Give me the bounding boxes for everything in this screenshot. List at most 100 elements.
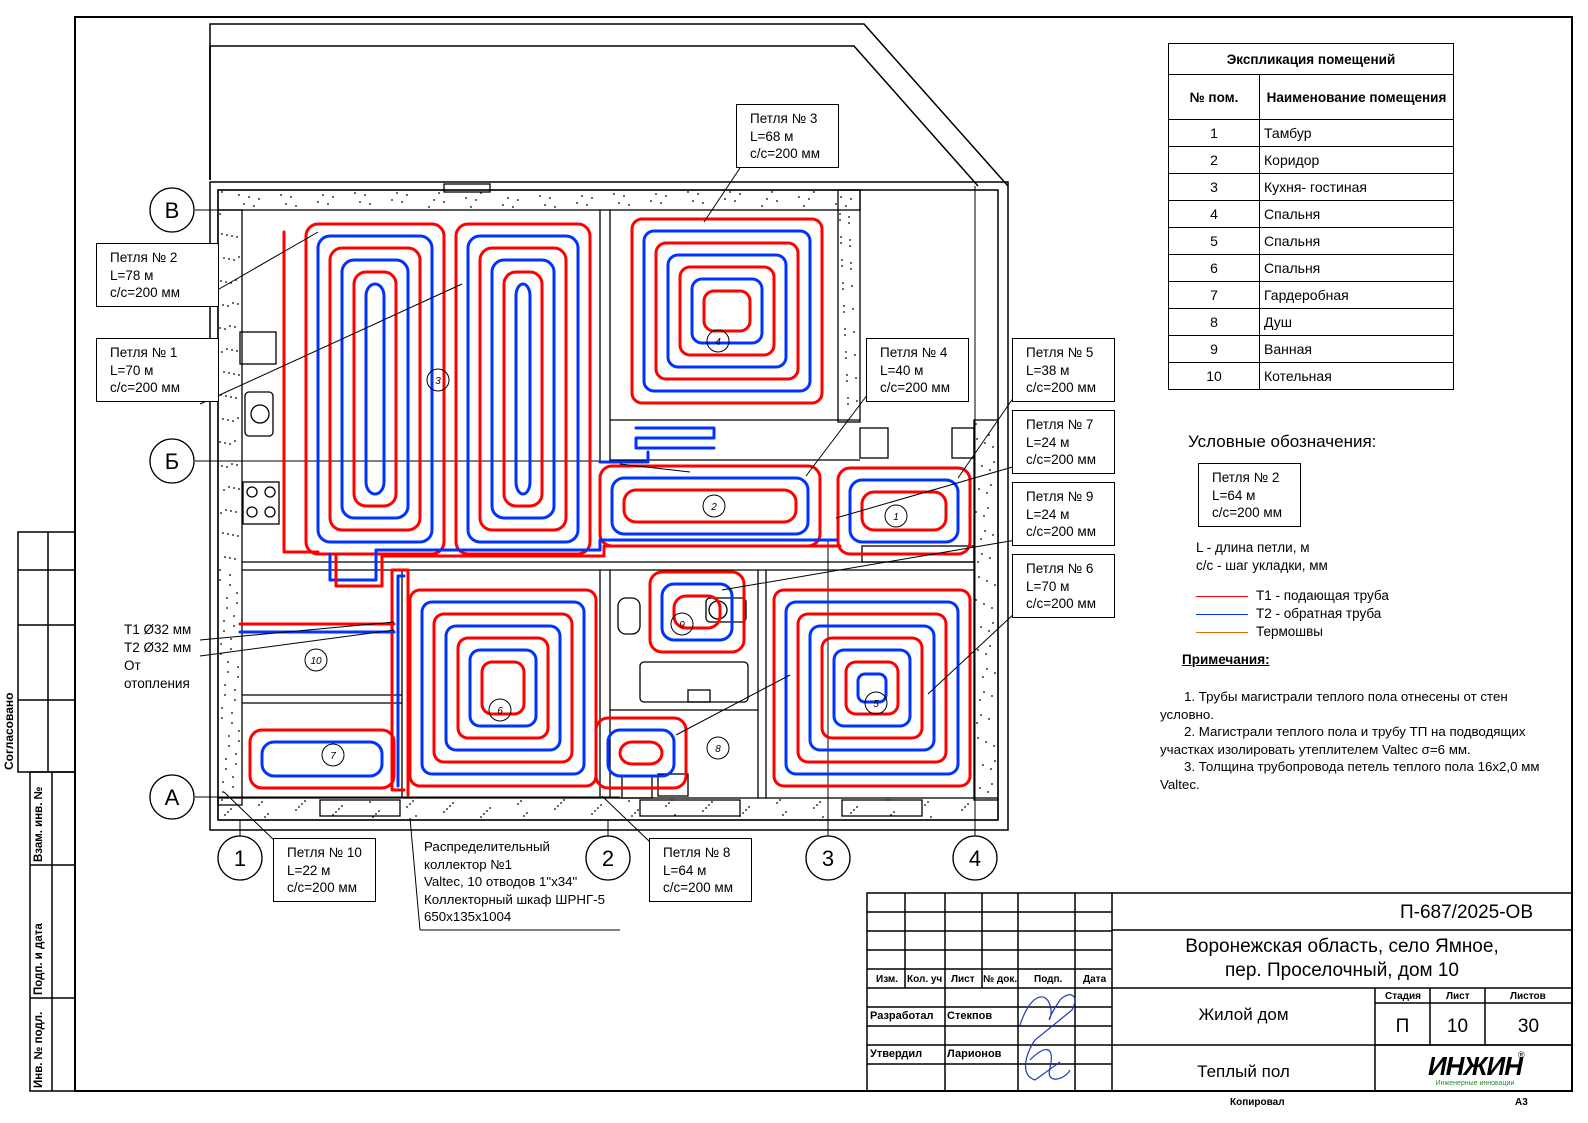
- wall-hatch-dot: [850, 198, 852, 200]
- explication-name: Спальня: [1259, 200, 1454, 228]
- sheet-name: Теплый пол: [1197, 1062, 1290, 1081]
- wall-hatch-dot: [322, 194, 324, 196]
- legend-explain-s: с/с - шаг укладки, мм: [1196, 558, 1328, 573]
- wall-hatch-dot: [219, 579, 221, 581]
- wall-hatch-dot: [298, 806, 300, 808]
- wall-hatch-dot: [295, 205, 297, 207]
- wall-hatch-dot: [221, 707, 223, 709]
- loop-callout-10: Петля № 10 L=22 м с/с=200 мм: [273, 838, 376, 902]
- loop-step: с/с=200 мм: [1026, 380, 1096, 395]
- wall-hatch-dot: [335, 811, 337, 813]
- wall-hatch-dot: [613, 193, 615, 195]
- wall-hatch-dot: [989, 469, 991, 471]
- pipe-turn: [836, 466, 972, 556]
- wall-hatch-dot: [231, 349, 233, 351]
- wall-hatch-dot: [839, 219, 841, 221]
- wall-hatch-dot: [224, 328, 226, 330]
- explication-col-num: № пом.: [1168, 74, 1260, 120]
- loop-callout-2: Петля № 2 L=78 м с/с=200 мм: [96, 243, 219, 307]
- wall-hatch-dot: [660, 202, 662, 204]
- room-mark: 10: [304, 648, 328, 672]
- pipe-turn: [660, 582, 734, 642]
- legend-supply-line: [1196, 596, 1248, 597]
- wall-hatch-dot: [220, 280, 222, 282]
- loop-length: L=64 м: [663, 862, 707, 878]
- wall-hatch-dot: [401, 201, 403, 203]
- pipe-turn: [594, 716, 688, 790]
- wall-hatch-dot: [668, 802, 670, 804]
- logo-registered-icon: ®: [1518, 1050, 1525, 1060]
- wall-hatch-dot: [235, 511, 237, 513]
- wall-hatch-dot: [222, 304, 224, 306]
- wall-hatch-dot: [264, 816, 266, 818]
- wall-hatch-dot: [446, 808, 448, 810]
- wall-hatch-dot: [853, 809, 855, 811]
- wall-hatch-dot: [236, 350, 238, 352]
- wall-hatch-dot: [988, 718, 990, 720]
- wall-hatch-dot: [848, 216, 850, 218]
- wall-hatch-dot: [845, 357, 847, 359]
- pipe-turn: [848, 478, 960, 544]
- wall-hatch-dot: [228, 486, 230, 488]
- pipe-turn: [784, 600, 960, 776]
- wall-hatch-dot: [992, 446, 994, 448]
- axis-row-label: А: [165, 785, 180, 810]
- room-mark: 3: [426, 368, 450, 392]
- loop-length: L=24 м: [1026, 506, 1070, 522]
- wall-hatch-dot: [222, 418, 224, 420]
- loop-callout-3: Петля № 3 L=68 м с/с=200 мм: [736, 104, 839, 168]
- wall-hatch-dot: [980, 626, 982, 628]
- wall-hatch-dot: [994, 672, 996, 674]
- wall-hatch-dot: [285, 203, 287, 205]
- pipe-turn: [666, 253, 788, 369]
- wall-hatch-dot: [236, 592, 238, 594]
- wall-hatch-dot: [600, 804, 602, 806]
- wall-hatch-dot: [223, 257, 225, 259]
- wall-hatch-dot: [776, 200, 778, 202]
- wall-hatch-dot: [594, 810, 596, 812]
- wall-hatch-dot: [967, 803, 969, 805]
- pipe-turn: [352, 270, 398, 508]
- wall-hatch-dot: [977, 561, 979, 563]
- wall-hatch-dot: [979, 787, 981, 789]
- explication-name: Спальня: [1259, 254, 1454, 282]
- wall-hatch-dot: [976, 438, 978, 440]
- wall-hatch-dot: [990, 768, 992, 770]
- wall-hatch-dot: [692, 200, 694, 202]
- wall-hatch-dot: [842, 282, 844, 284]
- sheets-value: 30: [1517, 1016, 1540, 1037]
- wall-hatch-dot: [443, 811, 445, 813]
- room-explication-table: Экспликация помещений № пом. Наименовани…: [1168, 43, 1454, 390]
- pipe-turn: [808, 624, 936, 752]
- wall-hatch-dot: [702, 202, 704, 204]
- collector-label: Распределительный коллектор №1 Valtec, 1…: [424, 838, 605, 926]
- wall-hatch-dot: [961, 809, 963, 811]
- explication-name: Гардеробная: [1259, 281, 1454, 309]
- wall-hatch-dot: [989, 645, 991, 647]
- developed-label: Разработал: [870, 1010, 934, 1022]
- wall-hatch-dot: [232, 420, 234, 422]
- wall-hatch-dot: [378, 810, 380, 812]
- legend-joint-label: Термошвы: [1256, 624, 1323, 639]
- wall-hatch-dot: [226, 466, 228, 468]
- wall-hatch-dot: [512, 206, 514, 208]
- wall-hatch-dot: [480, 816, 482, 818]
- wall-hatch-dot: [655, 193, 657, 195]
- wall-hatch-dot: [927, 801, 929, 803]
- wall-hatch-dot: [854, 354, 856, 356]
- title-block-grid: [866, 892, 1573, 1092]
- room-mark-label: 5: [873, 699, 879, 710]
- wall-hatch-dot: [258, 804, 260, 806]
- explication-name: Кухня- гостиная: [1259, 173, 1454, 201]
- loop-step: с/с=200 мм: [663, 880, 733, 895]
- approved-label-tb: Утвердил: [870, 1048, 923, 1060]
- wall-hatch-dot: [977, 737, 979, 739]
- loop-callout-9: Петля № 9 L=24 м с/с=200 мм: [1012, 482, 1115, 546]
- wall-hatch-dot: [443, 201, 445, 203]
- explication-num: 9: [1168, 335, 1260, 363]
- wall-hatch-dot: [227, 661, 229, 663]
- legend-title: Условные обозначения:: [1188, 432, 1377, 451]
- wall-hatch-dot: [526, 812, 528, 814]
